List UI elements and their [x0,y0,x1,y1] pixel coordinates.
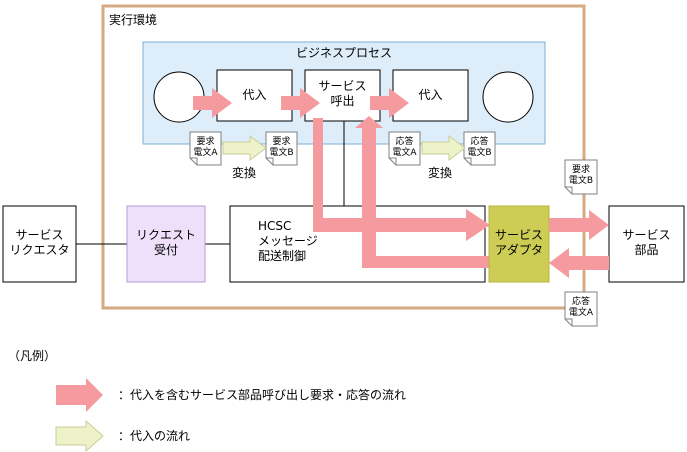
legend-title: （凡例） [8,349,57,363]
flow-component-to-adapter [549,248,609,278]
assign-left-label: 代入 [242,88,267,102]
doc-req-b-label: 要求電文B [269,137,294,158]
end-node [482,71,534,123]
doc-req-a [189,131,222,166]
assign-left-box [216,69,293,122]
doc-req-a-label: 要求電文A [193,137,218,158]
legend-yellow-arrow [55,419,104,452]
doc-res-b-label: 応答電文B [467,137,492,158]
runtime-env-label: 実行環境 [109,13,158,27]
service-adapter-label: サービスアダプタ [494,228,543,257]
request-receiver-label: リクエスト受付 [135,228,196,257]
flow-call-to-assign [370,88,409,118]
service-requester-box [2,205,77,283]
doc-req-b [265,131,298,166]
service-call-label: サービス呼出 [318,79,367,108]
flow-assign-to-call [281,88,320,118]
assign-right-box [392,69,469,122]
doc-res-a-label: 応答電文A [392,137,417,158]
service-component-box [608,205,685,283]
convert-arrow-right [421,135,466,161]
doc-res-a-in [564,291,598,327]
doc-req-b-out-label: 要求電文B [568,165,594,186]
convert-arrow-left [222,135,267,161]
legend-pink-desc: ：代入を含むサービス部品呼び出し要求・応答の流れ [118,388,407,402]
flow-call-to-adapter [313,118,490,241]
convert-left-label: 変換 [232,166,257,180]
request-receiver-box [126,205,206,283]
business-process-label: ビジネスプロセス [295,46,392,60]
flow-start-to-assign [193,88,232,118]
service-component-label: サービス部品 [622,228,671,257]
doc-res-a-in-label: 応答電文A [568,297,594,318]
service-adapter-box [488,205,550,283]
legend-pink-arrow [56,378,103,412]
convert-right-label: 変換 [428,166,453,180]
service-requester-label: サービスリクエスタ [9,228,70,257]
assign-right-label: 代入 [418,88,443,102]
service-call-box [304,69,381,122]
legend-yellow-desc: ：代入の流れ [118,429,191,443]
doc-req-b-out [564,159,598,195]
flow-adapter-to-component [549,210,609,240]
doc-res-a [388,131,421,166]
doc-res-b [463,131,496,166]
flow-adapter-to-call [355,116,505,268]
